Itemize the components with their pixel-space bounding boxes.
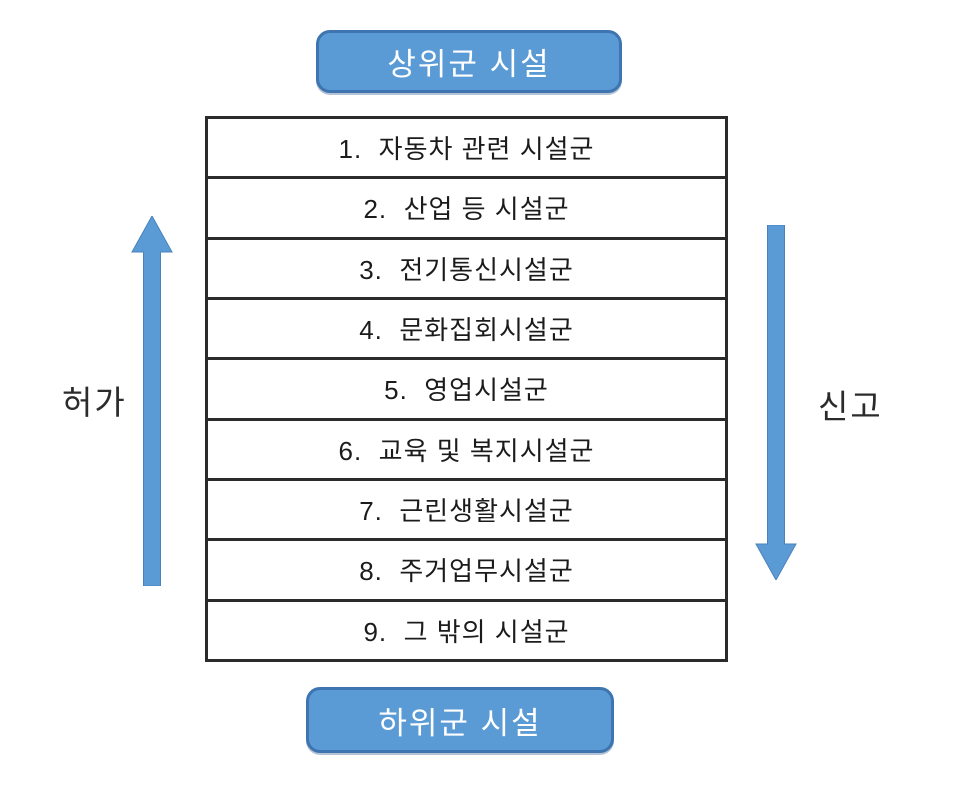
facility-group-row-1: 1. 자동차 관련 시설군 xyxy=(208,119,725,180)
facility-group-row-7: 7. 근린생활시설군 xyxy=(208,481,725,542)
facility-group-table: 1. 자동차 관련 시설군 2. 산업 등 시설군 3. 전기통신시설군 4. … xyxy=(205,116,728,662)
report-label: 신고 xyxy=(818,388,883,425)
facility-group-row-6: 6. 교육 및 복지시설군 xyxy=(208,421,725,481)
facility-group-row-8: 8. 주거업무시설군 xyxy=(208,541,725,602)
facility-group-row-2: 2. 산업 등 시설군 xyxy=(208,179,725,240)
permit-label: 허가 xyxy=(62,384,127,421)
facility-group-row-9: 9. 그 밖의 시설군 xyxy=(363,616,570,647)
lower-group-box: 하위군 시설 xyxy=(306,687,614,753)
facility-group-row-4: 4. 문화집회시설군 xyxy=(208,300,725,361)
down-arrow-icon xyxy=(755,225,797,580)
up-arrow-icon xyxy=(131,216,173,586)
facility-group-row-5: 5. 영업시설군 xyxy=(208,360,725,421)
facility-group-row-3: 3. 전기통신시설군 xyxy=(208,240,725,300)
upper-group-box: 상위군 시설 xyxy=(316,30,622,93)
